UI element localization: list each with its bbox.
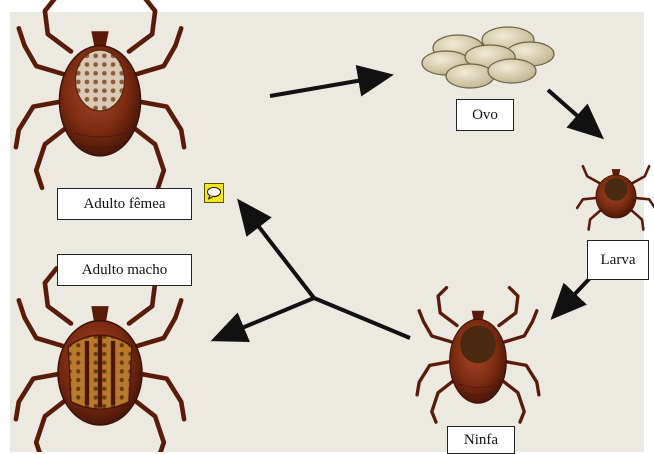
larva-tick-icon <box>577 166 654 229</box>
label-adult-male: Adulto macho <box>57 254 192 286</box>
eggs-icon <box>422 27 554 88</box>
adult-female-tick-icon <box>16 0 184 188</box>
adult-male-tick-icon <box>16 268 184 452</box>
arrow-to-female <box>242 205 314 298</box>
arrow-egg-to-larva <box>548 90 598 134</box>
label-egg: Ovo <box>456 99 514 131</box>
arrow-female-to-egg <box>270 76 386 96</box>
speech-bubble-glyph <box>206 186 222 200</box>
cycle-arrows <box>218 76 598 338</box>
label-adult-female: Adulto fêmea <box>57 188 192 220</box>
label-larva: Larva <box>587 240 649 280</box>
arrow-to-male <box>218 298 314 338</box>
label-nymph: Ninfa <box>447 426 515 454</box>
arrow-larva-to-nymph <box>556 278 590 314</box>
comment-icon[interactable] <box>204 183 224 203</box>
arrow-nymph-junction <box>314 298 410 338</box>
nymph-tick-icon <box>417 288 539 422</box>
